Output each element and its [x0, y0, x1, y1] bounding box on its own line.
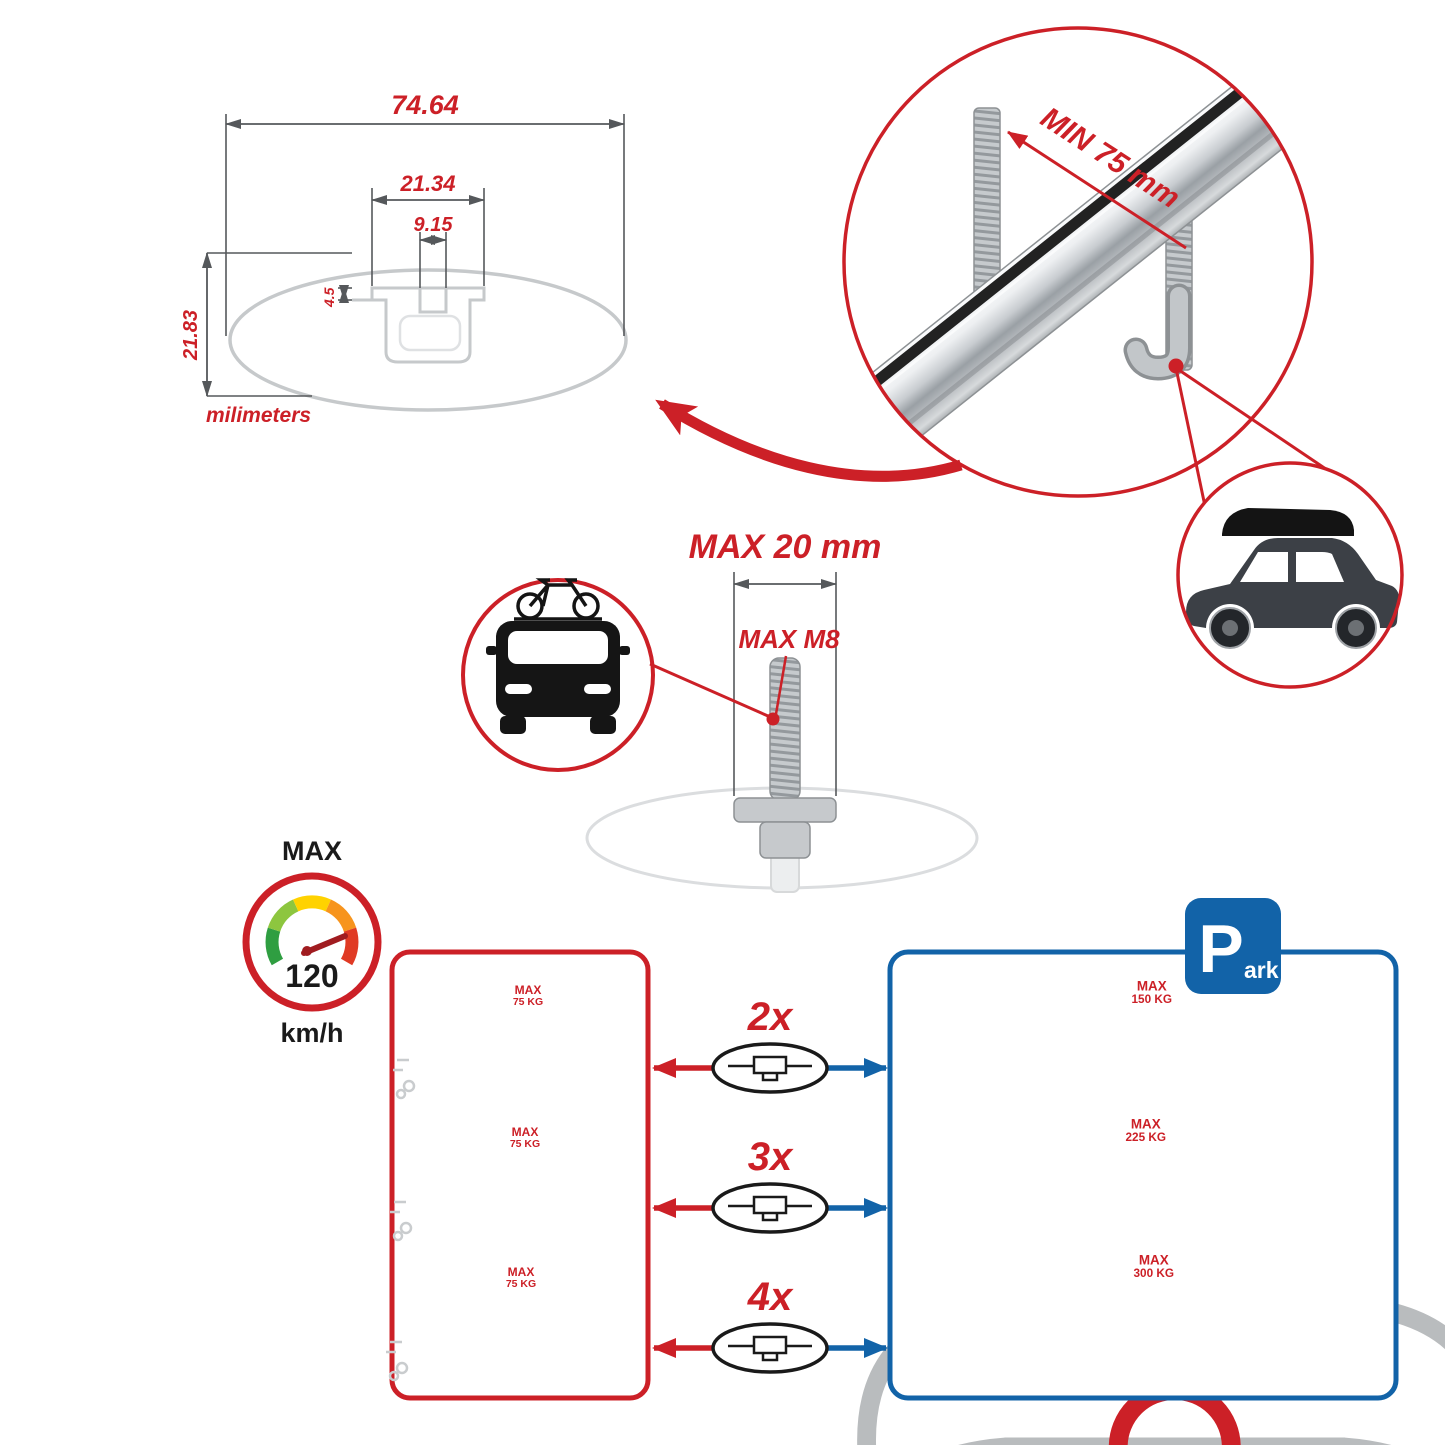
car-front-icon	[486, 621, 630, 734]
quantity-label: 4x	[747, 1275, 794, 1319]
cargo-tag: MAX	[1137, 979, 1167, 994]
technical-drawing: 74.64 21.34 9.15 4.5 21.83 milimeters	[180, 90, 628, 427]
speed-units: km/h	[280, 1018, 343, 1048]
dim-height: 21.83	[180, 310, 202, 361]
t-slot-cavity	[398, 314, 462, 352]
parking-sign-letter: P	[1198, 911, 1243, 987]
exhaust-smoke-icon	[393, 1058, 416, 1100]
crossbar-detail-circle: MIN 75 mm	[842, 26, 1314, 498]
exhaust-smoke-icon	[390, 1200, 413, 1242]
dim-width-top: 21.34	[399, 171, 455, 196]
car-driving-3: MAX 75 KG	[386, 1265, 536, 1382]
car-driving-1: MAX 75 KG	[393, 983, 1445, 1445]
cargo-weight: 150 KG	[1132, 993, 1173, 1006]
multiplier-row-2x: 2x	[652, 995, 888, 1094]
multiplier-row-3x: 3x	[652, 1135, 888, 1234]
car-parked-2: MAX 225 KG	[1126, 1117, 1167, 1144]
aluminum-bar	[845, 60, 1311, 456]
crossbar-end-icon	[711, 1322, 829, 1374]
crossbar-render	[845, 60, 1311, 456]
t-slot-block	[352, 286, 486, 364]
cargo-weight: 225 KG	[1126, 1131, 1167, 1144]
bolt-section: MAX 20 mm MAX M8	[461, 528, 979, 893]
cargo-weight: 300 KG	[1134, 1267, 1175, 1280]
quantity-label: 2x	[747, 995, 794, 1039]
threaded-stud	[769, 657, 801, 801]
t-nut-block	[759, 821, 811, 859]
quantity-label: 3x	[748, 1135, 794, 1179]
bolt-extension-lines	[733, 572, 837, 796]
car-driving-2: MAX 75 KG	[390, 1125, 1445, 1445]
cargo-tag: MAX	[1139, 1253, 1169, 1268]
max-thread-label: MAX M8	[738, 624, 840, 654]
dimension-lines	[202, 119, 625, 397]
car-front-circle	[461, 578, 655, 772]
detail-circle-border	[842, 26, 1314, 498]
dim-step: 4.5	[321, 287, 337, 308]
parking-sign-plate	[1185, 898, 1281, 994]
cargo-weight: 75 KG	[513, 996, 543, 1008]
cargo-tag: MAX	[512, 1125, 539, 1139]
speed-value: 120	[285, 958, 338, 994]
suv-with-roofbox-icon	[1186, 508, 1400, 649]
cargo-weight: 75 KG	[506, 1278, 536, 1290]
car-parked-3: MAX 300 KG	[1134, 1253, 1175, 1280]
speedometer: MAX 120 km/h	[242, 836, 382, 1048]
max-width-label: MAX 20 mm	[689, 528, 882, 566]
dim-slot-width: 9.15	[414, 214, 454, 236]
circle-to-bolt-line	[649, 662, 769, 718]
driving-limit-panel	[389, 949, 651, 1401]
suv-roofbox-circle	[1176, 461, 1404, 689]
suv-circle-border	[1176, 461, 1404, 689]
callout-swoosh-arrow	[655, 399, 963, 482]
speed-gauge-icon	[265, 895, 359, 966]
t-nut-flange	[733, 797, 837, 823]
bolt-callout-dot	[766, 712, 780, 726]
parked-limit-panel	[887, 949, 1399, 1401]
min-clearance-arrow	[1007, 130, 1187, 250]
exhaust-smoke-icon	[386, 1340, 409, 1382]
units-label: milimeters	[206, 404, 311, 427]
multiplier-row-4x: 4x	[652, 1275, 888, 1374]
cargo-tag: MAX	[1131, 1117, 1161, 1132]
parking-sign: P ark	[1185, 898, 1281, 994]
crossbar-end-icon	[711, 1042, 829, 1094]
speed-max-label: MAX	[282, 836, 342, 866]
t-slot-opening	[418, 288, 448, 314]
car-parked-1: MAX 150 KG	[1132, 979, 1173, 1006]
crossbar-end-icon	[711, 1182, 829, 1234]
parking-sign-suffix: ark	[1244, 957, 1279, 983]
u-bolt-hook	[1127, 287, 1188, 378]
cargo-weight: 75 KG	[510, 1138, 540, 1150]
dim-width-outer: 74.64	[391, 90, 459, 120]
max-thread-leader	[774, 655, 788, 715]
cargo-tag: MAX	[515, 983, 542, 997]
cargo-tag: MAX	[508, 1265, 535, 1279]
